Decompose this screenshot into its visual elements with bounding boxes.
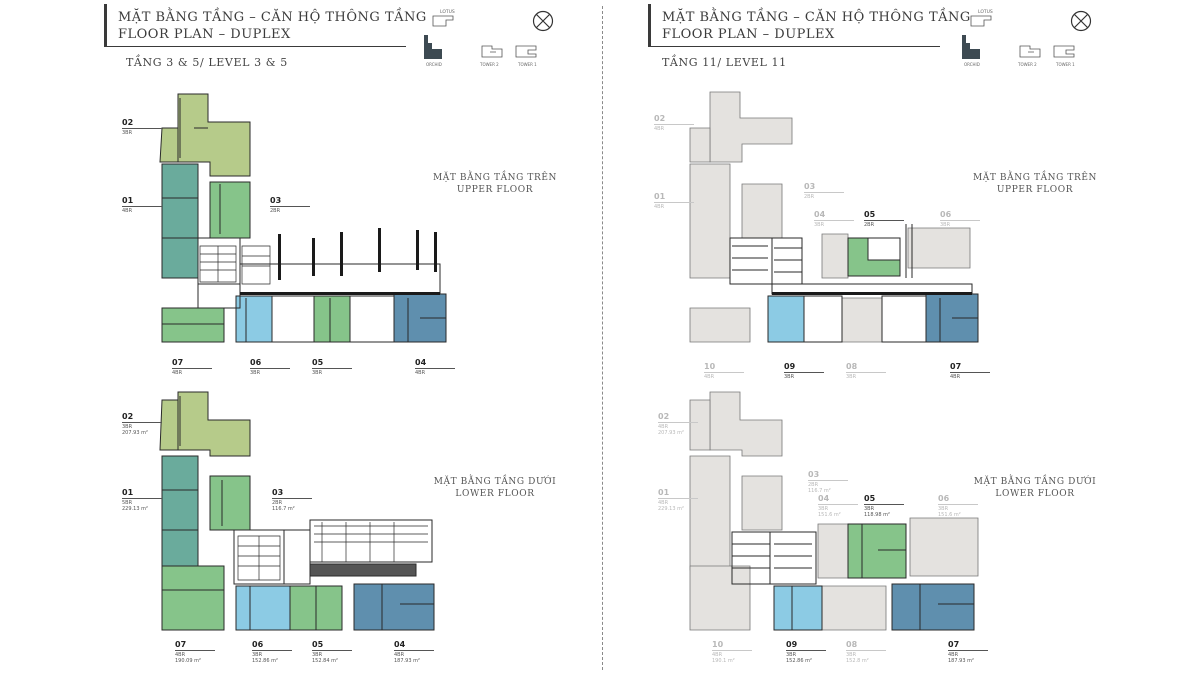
lotus-tower-shape [970,15,992,27]
page-title-vn: MẶT BẰNG TẦNG – CĂN HỘ THÔNG TẦNG [118,10,427,25]
stair-core [237,522,428,581]
page-title-en: FLOOR PLAN – DUPLEX [118,27,291,42]
lower-floor-plan [689,391,979,631]
compass-circle-x-icon [1070,10,1092,32]
upper-floor-plan [159,93,447,343]
unit-02-fill [177,391,251,457]
page-title-en: FLOOR PLAN – DUPLEX [662,27,835,42]
unit-07-fill [161,307,225,343]
key-label-tower2: TOWER 2 [1017,62,1037,67]
compass-circle-x-icon [532,10,554,32]
unit-06-fill [235,295,273,343]
site-key-map: LOTUS ORCHID TOWER 2 TOWER 1 [962,9,1092,67]
unit-06-fill [235,585,291,631]
title-accent-bar [648,4,651,46]
tower2-shape [481,45,503,58]
unit-09-fill [767,295,805,343]
page-level-3-5: MẶT BẰNG TẦNG – CĂN HỘ THÔNG TẦNG FLOOR … [104,4,558,664]
page-level-11: MẶT BẰNG TẦNG – CĂN HỘ THÔNG TẦNG FLOOR … [600,0,1200,676]
tower1-shape [1053,45,1075,58]
unit-05-fill [313,295,351,343]
key-label-tower1: TOWER 1 [1055,62,1075,67]
unit-05-fill [847,523,907,579]
site-key-map: LOTUS ORCHID TOWER 2 TOWER 1 [424,9,554,67]
unit-03-fill [209,475,251,531]
unit-09-fill [773,585,823,631]
unit-07-fill [161,565,225,631]
corridor-slab [309,563,417,577]
key-label-lotus: LOTUS [440,9,455,15]
tower1-shape [515,45,537,58]
key-label-lotus: LOTUS [978,9,993,15]
level-label: TẦNG 3 & 5/ LEVEL 3 & 5 [126,56,288,69]
unit-01-fill [161,163,199,279]
page-title-vn: MẶT BẰNG TẦNG – CĂN HỘ THÔNG TẦNG [662,10,971,25]
unit-01-fill [161,455,199,571]
page-divider [602,6,603,670]
unit-07-fill [891,583,975,631]
stair-core [199,245,271,285]
tower2-shape [1019,45,1041,58]
unit-02-wing [159,127,179,163]
unit-03-fill [209,181,251,239]
unit-02-fill [177,93,251,177]
key-label-orchid: ORCHID [964,62,980,67]
title-rule [648,46,940,47]
upper-floor-plan [689,91,979,343]
facade-fins [240,228,440,295]
title-accent-bar [104,4,107,46]
lotus-tower-shape [432,15,454,27]
unit-04-fill [353,583,435,631]
key-label-orchid: ORCHID [426,62,442,67]
title-rule [104,46,406,47]
key-label-tower2: TOWER 2 [479,62,499,67]
lower-floor-plan [159,391,435,631]
orchid-tower-shape [424,35,442,59]
key-label-tower1: TOWER 1 [517,62,537,67]
orchid-tower-shape [962,35,980,59]
level-label: TẦNG 11/ LEVEL 11 [662,56,787,69]
